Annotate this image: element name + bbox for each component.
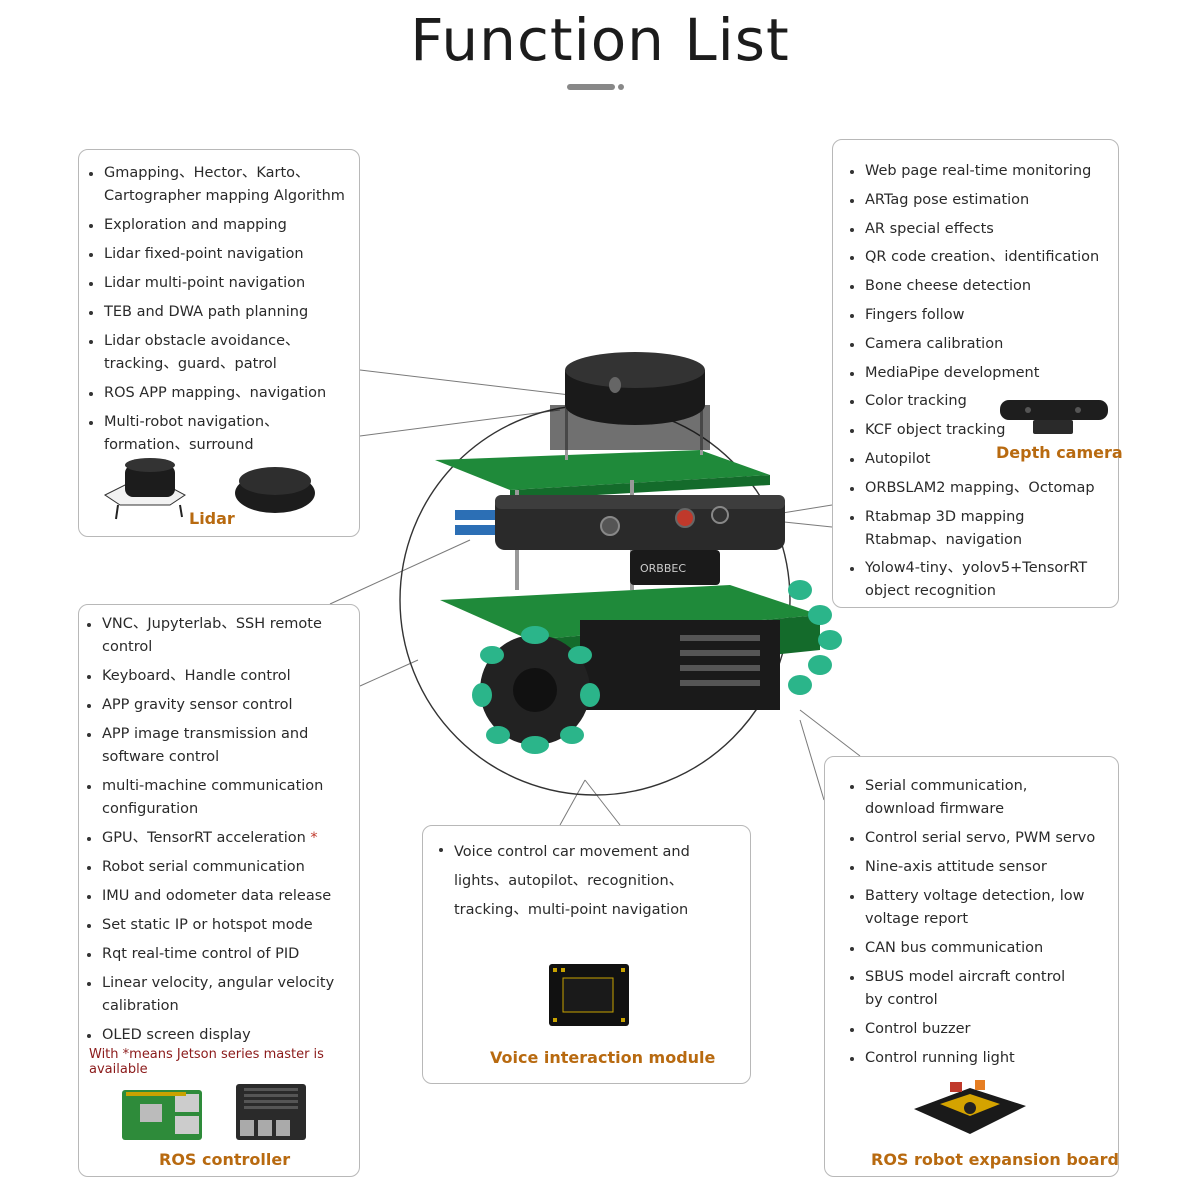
list-item: Fingers follow: [850, 304, 1118, 327]
jetson-board-icon: [236, 1084, 306, 1140]
list-item: AR special effects: [850, 218, 1118, 241]
list-item: CAN bus communication: [850, 937, 1118, 960]
list-item: Control serial servo, PWM servo: [850, 827, 1118, 850]
list-item: Linear velocity, angular velocity calibr…: [87, 972, 359, 1018]
list-item: Yolow4-tiny、yolov5+TensorRT object recog…: [850, 557, 1090, 603]
list-item: APP image transmission and software cont…: [87, 723, 359, 769]
robot-car-icon: ORBBEC: [435, 352, 842, 754]
list-item: Autopilot: [850, 448, 1118, 471]
list-item: Voice control car movement and lights、au…: [439, 838, 729, 925]
list-item: KCF object tracking: [850, 419, 1118, 442]
list-item: OLED screen display: [87, 1024, 359, 1047]
list-item: GPU、TensorRT acceleration *: [87, 827, 359, 850]
jetson-note: With *means Jetson series master is avai…: [89, 1047, 324, 1077]
list-item: Lidar fixed-point navigation: [89, 243, 359, 266]
list-item: Lidar multi-point navigation: [89, 272, 359, 295]
list-item: Web page real-time monitoring: [850, 160, 1118, 183]
list-item: QR code creation、identification: [850, 246, 1118, 269]
lidar-caption: Lidar: [189, 509, 235, 528]
lidar-feature-box: Gmapping、Hector、Karto、Cartographer mappi…: [78, 149, 360, 537]
jetson-star-mark: *: [310, 830, 318, 846]
list-item-text: GPU、TensorRT acceleration: [102, 830, 306, 846]
list-item: Rqt real-time control of PID: [87, 943, 359, 966]
list-item: SBUS model aircraft control by control: [850, 966, 1085, 1012]
list-item: Battery voltage detection, low voltage r…: [850, 885, 1085, 931]
list-item: Keyboard、Handle control: [87, 665, 359, 688]
voice-module-icon: [549, 964, 629, 1026]
ros-controller-caption: ROS controller: [159, 1150, 291, 1169]
raspberry-pi-board-icon: [122, 1090, 202, 1140]
controller-feature-list: VNC、Jupyterlab、SSH remote control Keyboa…: [87, 613, 359, 1047]
list-item: ROS APP mapping、navigation: [89, 382, 359, 405]
expansion-board-icon: [914, 1080, 1026, 1134]
list-item: Lidar obstacle avoidance、tracking、guard、…: [89, 330, 359, 376]
list-item: VNC、Jupyterlab、SSH remote control: [87, 613, 359, 659]
depth-camera-caption: Depth camera: [996, 443, 1123, 462]
board-feature-list: Serial communication, download firmware …: [850, 775, 1118, 1070]
list-item: Nine-axis attitude sensor: [850, 856, 1118, 879]
list-item: Multi-robot navigation、formation、surroun…: [89, 411, 359, 457]
list-item: Bone cheese detection: [850, 275, 1118, 298]
camera-feature-list: Web page real-time monitoring ARTag pose…: [850, 160, 1118, 603]
list-item: ORBSLAM2 mapping、Octomap: [850, 477, 1118, 500]
voice-feature-list: Voice control car movement and lights、au…: [439, 838, 750, 925]
expansion-board-caption: ROS robot expansion board: [871, 1150, 1119, 1169]
list-item: Set static IP or hotspot mode: [87, 914, 359, 937]
list-item: TEB and DWA path planning: [89, 301, 359, 324]
list-item: Robot serial communication: [87, 856, 359, 879]
camera-feature-box: Web page real-time monitoring ARTag pose…: [832, 139, 1119, 608]
depth-camera-icon: [1000, 400, 1108, 434]
title-dot: [618, 84, 624, 90]
list-item: Exploration and mapping: [89, 214, 359, 237]
voice-feature-box: Voice control car movement and lights、au…: [422, 825, 751, 1084]
list-item: Rtabmap 3D mapping Rtabmap、navigation: [850, 506, 1090, 552]
list-item: Gmapping、Hector、Karto、Cartographer mappi…: [89, 162, 359, 208]
controller-feature-box: VNC、Jupyterlab、SSH remote control Keyboa…: [78, 604, 360, 1177]
list-item: Control running light: [850, 1047, 1118, 1070]
svg-text:ORBBEC: ORBBEC: [640, 562, 686, 575]
list-item: Camera calibration: [850, 333, 1118, 356]
page-title: Function List: [410, 6, 790, 74]
list-item: ARTag pose estimation: [850, 189, 1118, 212]
list-item: APP gravity sensor control: [87, 694, 359, 717]
list-item: Control buzzer: [850, 1018, 1118, 1041]
lidar-feature-list: Gmapping、Hector、Karto、Cartographer mappi…: [89, 162, 359, 457]
list-item: Serial communication, download firmware: [850, 775, 1085, 821]
list-item: IMU and odometer data release: [87, 885, 359, 908]
list-item: MediaPipe development: [850, 362, 1118, 385]
title-underline: [567, 84, 615, 90]
lidar-icon: [104, 458, 315, 520]
voice-module-caption: Voice interaction module: [490, 1048, 716, 1067]
board-feature-box: Serial communication, download firmware …: [824, 756, 1119, 1177]
list-item: multi-machine communication configuratio…: [87, 775, 359, 821]
list-item: Color tracking: [850, 390, 1118, 413]
